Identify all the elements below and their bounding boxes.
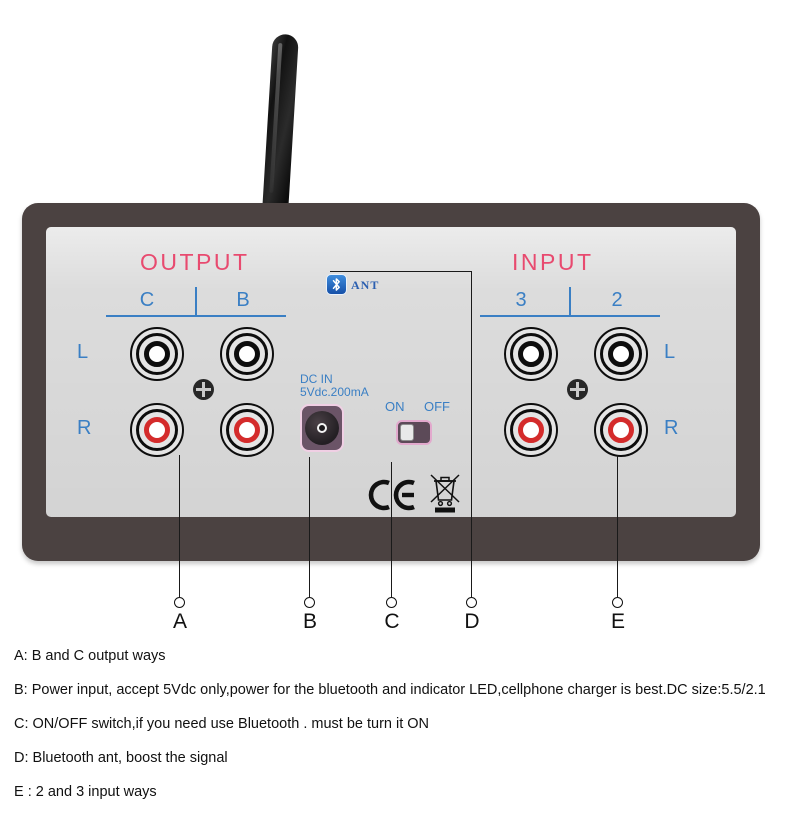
dc-in-label-line2: 5Vdc.200mA xyxy=(300,385,369,399)
input-group-label-3: 3 xyxy=(515,289,527,311)
jack-center xyxy=(144,341,170,367)
jack-center xyxy=(144,417,170,443)
callout-c-dot xyxy=(386,597,397,608)
callout-letter-b: B xyxy=(302,610,317,633)
jack-center xyxy=(234,417,260,443)
callout-d-dot xyxy=(466,597,477,608)
output-group-label-c: C xyxy=(139,289,155,311)
jack-ring-mid xyxy=(226,409,268,451)
legend-item-d: D: Bluetooth ant, boost the signal xyxy=(14,750,228,766)
input-jack-2-l[interactable] xyxy=(594,327,648,381)
jack-ring-mid xyxy=(136,333,178,375)
callout-letter-d: D xyxy=(464,610,480,633)
jack-ring-mid xyxy=(600,409,642,451)
input-bracket-tick xyxy=(569,287,571,317)
switch-on-label: ON xyxy=(385,399,405,414)
jack-center xyxy=(234,341,260,367)
jack-ring-mid xyxy=(136,409,178,451)
callout-d-line xyxy=(471,271,473,597)
callout-b-dot xyxy=(304,597,315,608)
power-switch[interactable] xyxy=(396,420,432,445)
output-section-title: OUTPUT xyxy=(140,249,250,275)
output-channel-label-l: L xyxy=(77,341,89,363)
input-jack-3-l[interactable] xyxy=(504,327,558,381)
bluetooth-ant-label: ANT xyxy=(351,278,380,292)
dc-jack-pin xyxy=(317,423,327,433)
legend: A: B and C output ways B: Power input, a… xyxy=(14,648,794,818)
callout-a-dot xyxy=(174,597,185,608)
power-switch-knob[interactable] xyxy=(400,424,414,441)
output-bracket-tick xyxy=(195,287,197,317)
output-jack-c-l[interactable] xyxy=(130,327,184,381)
callout-d-hline xyxy=(330,271,472,273)
dc-in-label-line1: DC IN xyxy=(300,372,333,386)
jack-ring-mid xyxy=(600,333,642,375)
jack-center xyxy=(518,341,544,367)
ce-mark-icon xyxy=(368,478,422,517)
callout-letter-c: C xyxy=(384,610,400,633)
legend-item-c: C: ON/OFF switch,if you need use Bluetoo… xyxy=(14,716,430,732)
callout-c-line xyxy=(391,462,393,597)
output-jack-b-r[interactable] xyxy=(220,403,274,457)
callout-e-line xyxy=(617,455,619,597)
dc-power-jack[interactable] xyxy=(300,404,344,452)
product-diagram: OUTPUT C B L R xyxy=(0,0,800,800)
input-jack-3-r[interactable] xyxy=(504,403,558,457)
weee-mark-icon xyxy=(428,472,462,519)
jack-center xyxy=(608,417,634,443)
legend-item-e: E : 2 and 3 input ways xyxy=(14,784,157,800)
callout-letter-e: E xyxy=(610,610,625,633)
input-bracket: 3 2 xyxy=(480,277,660,317)
output-panel-screw xyxy=(193,379,214,400)
callout-e-dot xyxy=(612,597,623,608)
input-channel-label-r: R xyxy=(664,417,679,439)
input-section-title: INPUT xyxy=(512,249,594,275)
jack-center xyxy=(518,417,544,443)
input-jack-2-r[interactable] xyxy=(594,403,648,457)
jack-ring-mid xyxy=(226,333,268,375)
input-panel-screw xyxy=(567,379,588,400)
input-channel-label-l: L xyxy=(664,341,676,363)
output-jack-b-l[interactable] xyxy=(220,327,274,381)
legend-item-a: A: B and C output ways xyxy=(14,648,166,664)
callout-a-line xyxy=(179,455,181,597)
output-bracket: C B xyxy=(106,277,286,317)
switch-off-label: OFF xyxy=(424,399,450,414)
jack-ring-mid xyxy=(510,333,552,375)
bluetooth-icon xyxy=(326,274,347,295)
callout-letter-a: A xyxy=(172,610,187,633)
callout-b-line xyxy=(309,457,311,597)
legend-item-b: B: Power input, accept 5Vdc only,power f… xyxy=(14,682,766,698)
output-group-label-b: B xyxy=(236,289,250,311)
output-channel-label-r: R xyxy=(77,417,92,439)
output-jack-c-r[interactable] xyxy=(130,403,184,457)
input-group-label-2: 2 xyxy=(611,289,623,311)
jack-ring-mid xyxy=(510,409,552,451)
jack-center xyxy=(608,341,634,367)
